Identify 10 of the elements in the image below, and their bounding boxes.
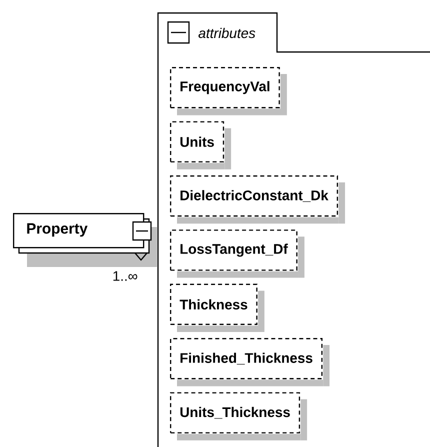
attribute-box: LossTangent_Df	[170, 230, 304, 278]
attribute-box: FrequencyVal	[170, 67, 287, 116]
attribute-box: DielectricConstant_Dk	[170, 175, 346, 224]
cardinality-label: 1..∞	[113, 271, 138, 281]
element-box: Property	[13, 213, 157, 267]
attribute-box: Units	[170, 121, 232, 170]
attribute-box: Thickness	[170, 284, 264, 332]
attribute-box: Finished_Thickness	[170, 338, 330, 386]
attribute-box: Units_Thickness	[170, 392, 308, 440]
node-label: attributes	[198, 28, 256, 38]
